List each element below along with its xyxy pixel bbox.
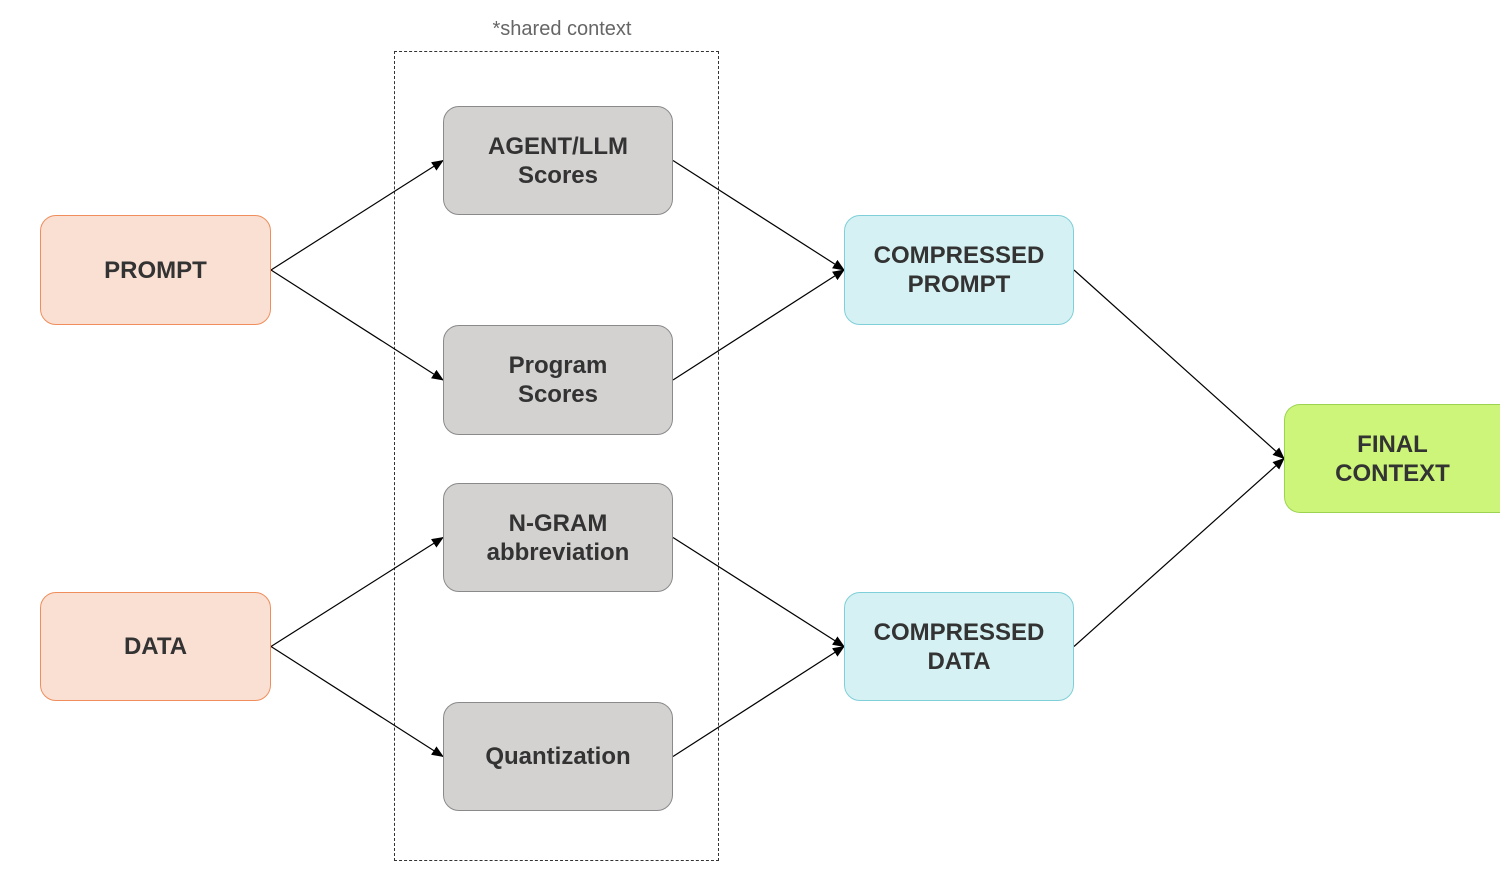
compressed-prompt-node: COMPRESSED PROMPT — [844, 215, 1074, 325]
shared-context-label: *shared context — [492, 18, 632, 40]
final-context-node: FINAL CONTEXT — [1284, 404, 1500, 513]
program-scores-node: Program Scores — [443, 325, 673, 435]
agent-llm-scores-node: AGENT/LLM Scores — [443, 106, 673, 215]
shared-context-frame — [394, 51, 719, 861]
edge-compressed-data-to-final-context — [1073, 457, 1285, 647]
prompt-node: PROMPT — [40, 215, 271, 325]
data-node: DATA — [40, 592, 271, 701]
quantization-node: Quantization — [443, 702, 673, 811]
ngram-abbreviation-node: N-GRAM abbreviation — [443, 483, 673, 592]
compressed-data-node: COMPRESSED DATA — [844, 592, 1074, 701]
edge-compressed-prompt-to-final-context — [1073, 269, 1285, 460]
